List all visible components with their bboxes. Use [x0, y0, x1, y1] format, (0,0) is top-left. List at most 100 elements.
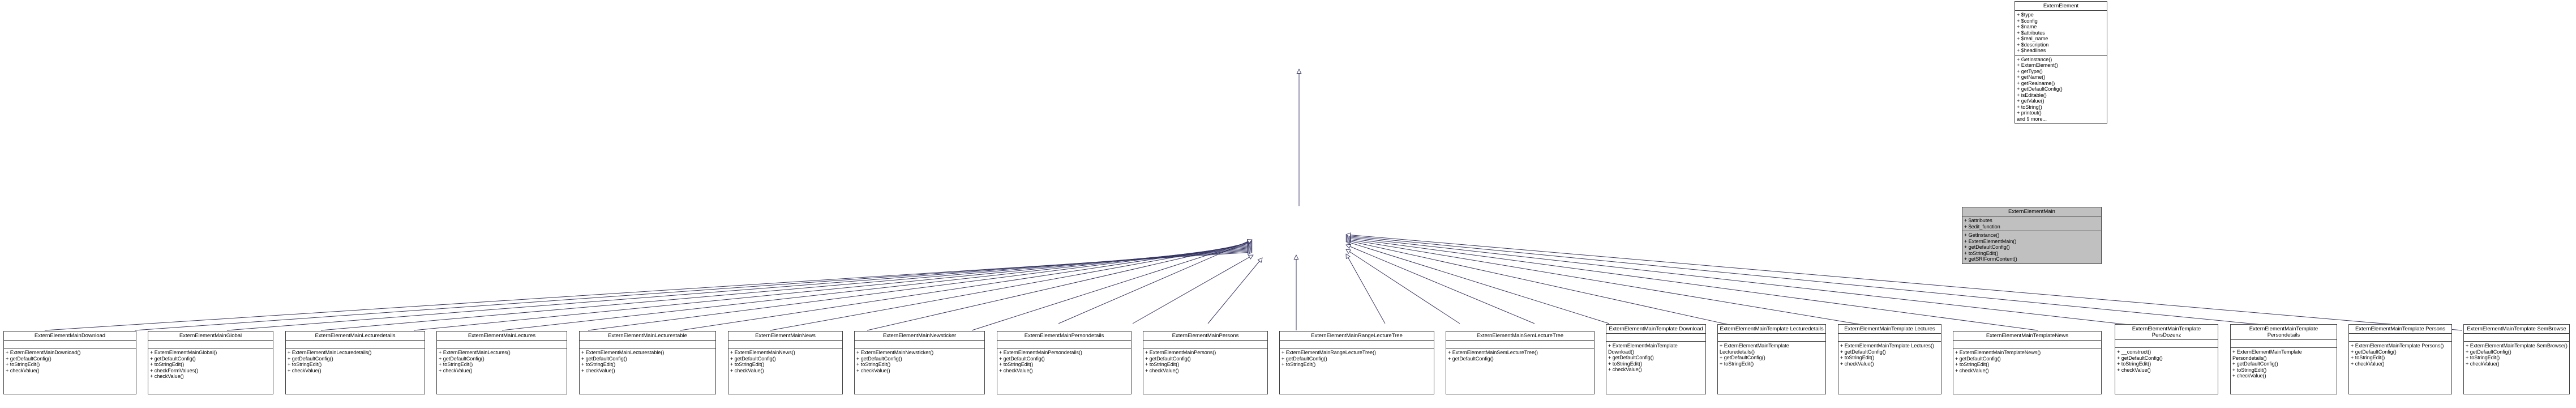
class-operations: + ExternElementMainLectures()+ getDefaul… [437, 348, 567, 375]
operation-row: + ExternElementMainLecturedetails() [288, 350, 372, 355]
operation-row: + ExternElementMainTemplate Lectures() [1840, 343, 1934, 348]
class-box-main-global[interactable]: ExternElementMainGlobal + ExternElementMa… [148, 331, 273, 394]
operation-row: + toStringEdit() [150, 362, 185, 367]
operation-row: + checkValue() [581, 367, 615, 373]
class-name: ExternElementMainSemLectureTree [1446, 332, 1594, 341]
operation-row: + checkValue() [2351, 360, 2385, 367]
class-name: ExternElementMainTemplate Lectures [1838, 325, 1941, 334]
class-name: ExternElementMain [1962, 207, 2101, 216]
class-box-main-lecturedetails[interactable]: ExternElementMainLecturedetails+ ExternE… [285, 331, 425, 394]
class-name: ExternElementMainNews [728, 332, 842, 341]
operation-row: + ExternElementMainTemplate Lecturedetai… [1720, 343, 1789, 355]
class-box-externelementmain[interactable]: ExternElementMain+ $attributes+ $edit_fu… [1962, 207, 2102, 264]
class-attributes [2349, 334, 2451, 342]
class-name: ExternElementMainGlobal [148, 332, 273, 341]
operation-row: + toStringEdit() [856, 362, 891, 367]
operation-row: + ExternElementMainSemLectureTree() [1448, 350, 1538, 355]
operation-row: + toStringEdit() [439, 362, 473, 367]
class-operations: + ExternElementMainTemplate Lectures()+ … [1838, 342, 1941, 368]
class-attributes [2231, 340, 2337, 348]
operation-row: + ExternElementMainPersons() [1145, 350, 1216, 355]
attribute-row: + $headlines [2017, 48, 2046, 53]
class-attributes [1280, 341, 1434, 348]
class-box-template-lecturedetails[interactable]: ExternElementMainTemplate Lecturedetails… [1717, 324, 1826, 394]
operation-row: + printout() [2017, 110, 2042, 116]
class-box-template-news[interactable]: ExternElementMainTemplateNews+ ExternEle… [1953, 331, 2102, 394]
class-operations: + ExternElementMainDownload()+ getDefaul… [4, 348, 136, 375]
attribute-row: + $edit_function [1964, 223, 2000, 230]
attribute-row: + $type [2017, 12, 2034, 18]
class-box-template-persondetails[interactable]: ExternElementMainTemplate Persondetails+… [2230, 324, 2337, 394]
operation-row: + ExternElementMainNewsticker() [856, 350, 934, 355]
class-attributes [728, 341, 842, 348]
operation-row: + checkFormValues() [150, 367, 199, 373]
operation-row: + getDefaultConfig() [2017, 86, 2063, 92]
class-box-main-persondetails[interactable]: ExternElementMainPersondetails+ ExternEl… [997, 331, 1131, 394]
class-operations: + ExternElementMainGlobal()+ getDefaultC… [148, 348, 273, 381]
class-box-main-lecturestable[interactable]: ExternElementMainLecturestable + ExternEl… [579, 331, 716, 394]
operation-row: + getDefaultConfig() [1840, 348, 1886, 355]
operation-row: + checkValue() [1840, 360, 1874, 367]
operation-row: + toStringEdit() [2232, 367, 2267, 373]
class-operations: + ExternElementMainTemplate Download()+ … [1606, 342, 1705, 374]
operation-row: + ExternElementMainLecturestable() [581, 350, 665, 355]
operation-row: + toStringEdit() [1608, 360, 1643, 367]
class-attributes [437, 341, 567, 348]
operation-row: + ExternElementMain() [1964, 238, 2017, 244]
operation-row: + getDefaultConfig() [1964, 244, 2010, 250]
class-box-template-download[interactable]: ExternElementMainTemplate Download+ Exte… [1606, 324, 1706, 394]
class-box-template-lectures[interactable]: ExternElementMainTemplate Lectures + Exte… [1838, 324, 1941, 394]
operation-row: + getName() [2017, 74, 2046, 80]
operation-row: + checkValue() [2466, 360, 2500, 367]
operation-row: + ExternElementMainTemplate Persons() [2351, 343, 2444, 348]
class-name: ExternElementMainTemplateNews [1953, 332, 2101, 341]
class-attributes [1953, 341, 2101, 348]
operation-row: + toStringEdit() [1840, 355, 1875, 360]
operation-row: + checkValue() [2117, 367, 2151, 373]
class-box-main-rangelecturetree[interactable]: ExternElementMainRangeLectureTree+ Exter… [1279, 331, 1434, 394]
class-operations: + ExternElementMainPersons()+ getDefault… [1143, 348, 1267, 375]
class-box-externelement[interactable]: ExternElement+ $type+ $config+ $name+ $a… [2014, 1, 2107, 124]
operation-row: + ExternElementMainGlobal() [150, 350, 217, 355]
class-name: ExternElementMainTemplate PersDozenz [2115, 325, 2218, 340]
class-operations: + ExternElementMainNews()+ getDefaultCon… [728, 348, 842, 375]
class-box-template-persdozenz[interactable]: ExternElementMainTemplate PersDozenz + __… [2115, 324, 2218, 394]
operation-row: + ExternElementMainTemplate SemBrowse() [2466, 343, 2568, 348]
operation-row: + getDefaultConfig() [1720, 355, 1765, 360]
operation-row: + checkValue() [1145, 367, 1179, 373]
class-attributes: + $type+ $config+ $name+ $attributes+ $r… [2015, 11, 2107, 56]
class-box-main-persons[interactable]: ExternElementMainPersons+ ExternElementM… [1143, 331, 1268, 394]
class-box-main-download[interactable]: ExternElementMainDownload+ ExternElement… [3, 331, 136, 394]
operation-row: + getDefaultConfig() [6, 355, 52, 362]
operation-row: + getDefaultConfig() [856, 355, 902, 362]
operation-row: + toStringEdit() [2466, 355, 2500, 360]
operation-row: + getDefaultConfig() [2466, 348, 2511, 355]
class-name: ExternElementMainLecturestable [580, 332, 715, 341]
class-box-main-lectures[interactable]: ExternElementMainLectures + ExternElement… [436, 331, 567, 394]
class-box-template-persons[interactable]: ExternElementMainTemplate Persons+ Exter… [2348, 324, 2452, 394]
operation-row: + getSRIFormContent() [1964, 256, 2017, 262]
class-operations: + __construct()+ getDefaultConfig()+ toS… [2115, 348, 2218, 374]
class-attributes [1446, 341, 1594, 348]
operation-row: and 9 more... [2017, 116, 2047, 122]
class-attributes: + $attributes+ $edit_function [1962, 216, 2101, 231]
operation-row: + toStringEdit() [999, 362, 1034, 367]
class-operations: + ExternElementMainLecturestable()+ getD… [580, 348, 715, 375]
class-box-main-newsticker[interactable]: ExternElementMainNewsticker+ ExternEleme… [854, 331, 985, 394]
operation-row: + toStringEdit() [1720, 360, 1754, 367]
operation-row: + checkValue() [1608, 367, 1642, 372]
class-name: ExternElement [2015, 2, 2107, 11]
class-box-template-sembrowse[interactable]: ExternElementMainTemplate SemBrowse+ Ext… [2463, 324, 2570, 394]
class-box-main-news[interactable]: ExternElementMainNews + ExternElementMain… [728, 331, 843, 394]
class-name: ExternElementMainLectures [437, 332, 567, 341]
class-operations: + ExternElementMainTemplate Persons()+ g… [2349, 342, 2451, 368]
operation-row: + ExternElement() [2017, 62, 2058, 68]
class-attributes [1606, 334, 1705, 342]
operation-row: + toStringEdit() [2117, 361, 2151, 367]
class-box-main-semlecturetree[interactable]: ExternElementMainSemLectureTree + ExternE… [1446, 331, 1595, 394]
operation-row: + checkValue() [999, 367, 1033, 373]
operation-row: + getDefaultConfig() [581, 355, 627, 362]
operation-row: + getDefaultConfig() [1608, 355, 1654, 360]
operation-row: + toStringEdit() [1955, 362, 1990, 367]
operation-row: + GetInstance() [1964, 232, 2000, 238]
